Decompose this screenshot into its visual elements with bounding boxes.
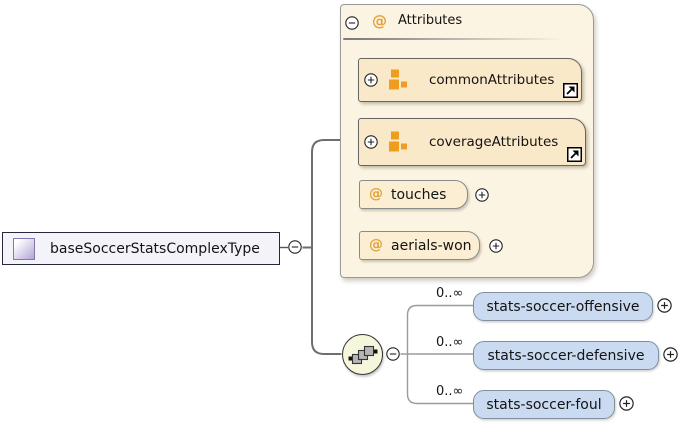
attributes-panel-header: @ Attributes bbox=[341, 5, 593, 37]
element-label: stats-soccer-foul bbox=[486, 396, 602, 413]
at-icon: @ bbox=[369, 237, 383, 253]
expand-icon[interactable] bbox=[657, 298, 672, 313]
expand-icon[interactable] bbox=[364, 73, 378, 87]
expand-icon[interactable] bbox=[475, 188, 489, 202]
goto-definition-icon[interactable] bbox=[563, 83, 578, 98]
element-stats-soccer-defensive[interactable]: stats-soccer-defensive bbox=[473, 341, 659, 370]
attribute-group-icon bbox=[387, 69, 407, 91]
root-complextype-node[interactable]: baseSoccerStatsComplexType bbox=[2, 232, 280, 265]
expand-icon[interactable] bbox=[619, 396, 634, 411]
attribute-touches[interactable]: @ touches bbox=[359, 180, 468, 209]
attr-group-common-attributes[interactable]: commonAttributes bbox=[358, 58, 582, 102]
root-complextype-label: baseSoccerStatsComplexType bbox=[50, 240, 260, 257]
complextype-icon bbox=[13, 237, 35, 260]
element-stats-soccer-offensive[interactable]: stats-soccer-offensive bbox=[473, 292, 653, 321]
element-label: stats-soccer-defensive bbox=[487, 347, 645, 364]
attributes-header-separator bbox=[343, 38, 565, 40]
cardinality-label: 0..∞ bbox=[436, 286, 464, 301]
sequence-collapse-icon[interactable] bbox=[386, 347, 400, 361]
attributes-panel-title: Attributes bbox=[398, 13, 463, 28]
attribute-aerials-won[interactable]: @ aerials-won bbox=[359, 231, 480, 260]
sequence-icon bbox=[348, 345, 377, 364]
goto-definition-icon[interactable] bbox=[567, 147, 582, 162]
attribute-label: aerials-won bbox=[391, 237, 472, 254]
expand-icon[interactable] bbox=[663, 347, 678, 362]
expand-icon[interactable] bbox=[364, 135, 378, 149]
element-label: stats-soccer-offensive bbox=[486, 298, 640, 315]
attribute-group-icon bbox=[387, 131, 407, 153]
expand-icon[interactable] bbox=[489, 239, 503, 253]
at-icon: @ bbox=[372, 12, 387, 30]
attributes-collapse-icon[interactable] bbox=[345, 16, 359, 30]
attr-group-label: commonAttributes bbox=[429, 72, 555, 88]
cardinality-label: 0..∞ bbox=[436, 384, 464, 399]
cardinality-label: 0..∞ bbox=[436, 335, 464, 350]
attr-group-label: coverageAttributes bbox=[429, 134, 559, 150]
sequence-compositor[interactable] bbox=[342, 334, 383, 375]
element-stats-soccer-foul[interactable]: stats-soccer-foul bbox=[473, 390, 615, 419]
attributes-panel: @ Attributes commonAttributes bbox=[340, 4, 594, 278]
root-collapse-icon[interactable] bbox=[288, 240, 302, 254]
attr-group-coverage-attributes[interactable]: coverageAttributes bbox=[358, 118, 586, 166]
attribute-label: touches bbox=[391, 186, 447, 203]
at-icon: @ bbox=[369, 186, 383, 202]
